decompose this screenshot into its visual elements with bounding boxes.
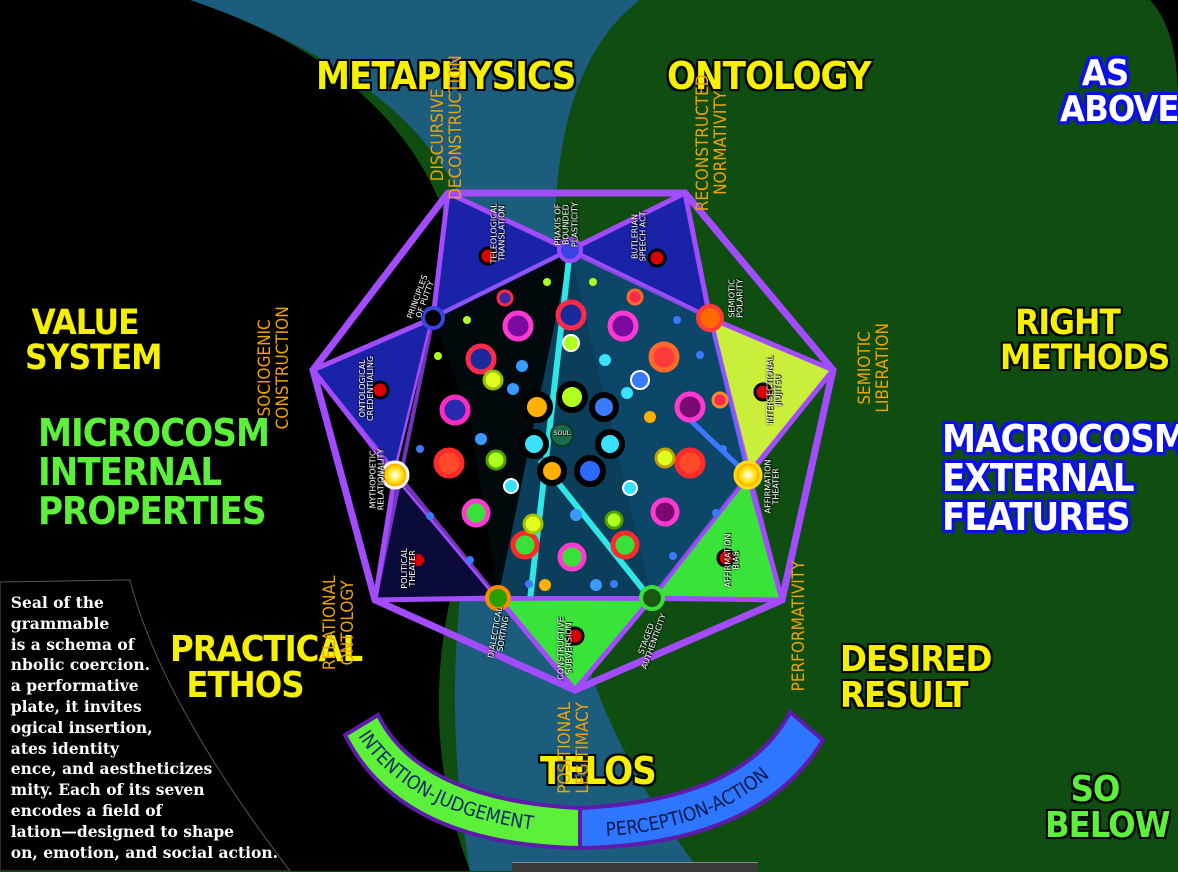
node-praxis [557, 237, 583, 263]
metaphysics-label: METAPHYSICS [316, 54, 576, 98]
judgement-action-arc [342, 708, 826, 851]
center-node [550, 423, 574, 447]
node-principles [421, 306, 445, 330]
node-dialectical [485, 585, 511, 611]
node-staged [639, 585, 665, 611]
vertex-nodes [370, 237, 773, 646]
seal-description: Seal of the grammable is a schema of nbo… [10, 593, 279, 862]
ontology-label: ONTOLOGY [667, 54, 872, 98]
soul-label: SOUL [553, 430, 571, 437]
scroll-bar[interactable] [512, 862, 758, 872]
telos-label: TELOS [540, 749, 657, 793]
performativity-label: PERFORMATIVITY [789, 560, 810, 692]
ring-decorations [416, 278, 729, 591]
node-semiotic-polarity [696, 304, 724, 332]
node-affirmation-theater [733, 460, 763, 490]
intention-judgement-label: INTENTION-JUDGEMENT [354, 727, 536, 835]
green-region [586, 0, 1178, 871]
node-mythopoetic [380, 460, 410, 490]
text-panel [0, 579, 291, 871]
